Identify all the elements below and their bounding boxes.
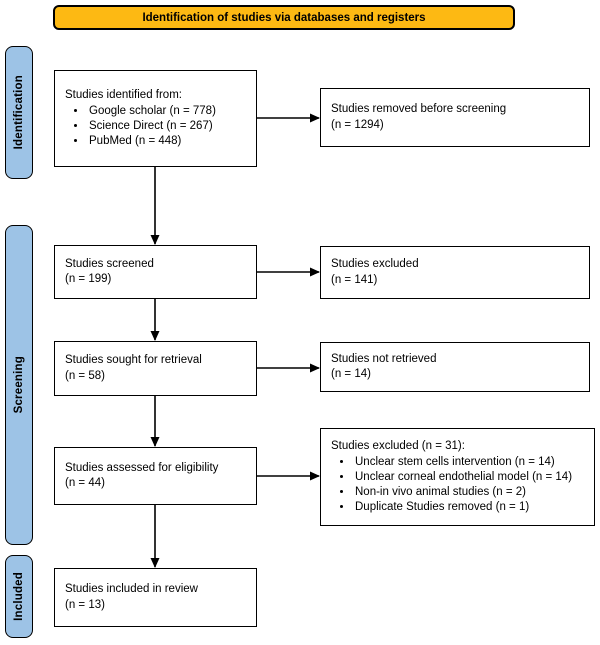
box-studies-excluded: Studies excluded (n = 141) <box>320 246 590 299</box>
stage-label-identification-text: Identification <box>13 75 25 150</box>
box-studies-included-review-line2: (n = 13) <box>65 598 105 611</box>
stage-label-screening-text: Screening <box>13 356 25 414</box>
box-studies-sought-retrieval-line1: Studies sought for retrieval <box>65 354 202 367</box>
box-studies-excluded-line2: (n = 141) <box>331 273 378 286</box>
list-item: Science Direct (n = 267) <box>87 119 248 134</box>
stage-label-identification: Identification <box>5 46 33 179</box>
box-studies-excluded-line1: Studies excluded <box>331 258 419 271</box>
box-studies-screened-line1: Studies screened <box>65 257 154 270</box>
list-item: PubMed (n = 448) <box>87 134 248 149</box>
box-studies-removed-line2: (n = 1294) <box>331 118 384 131</box>
box-studies-identified-title: Studies identified from: <box>65 88 182 101</box>
box-studies-screened-line2: (n = 199) <box>65 273 112 285</box>
box-studies-excluded-reasons-list: Unclear stem cells intervention (n = 14)… <box>331 455 586 516</box>
box-studies-identified-list: Google scholar (n = 778) Science Direct … <box>65 104 248 150</box>
banner-label: Identification of studies via databases … <box>142 11 426 24</box>
list-item: Unclear corneal endothelial model (n = 1… <box>353 470 586 485</box>
list-item: Google scholar (n = 778) <box>87 104 248 119</box>
box-studies-assessed-eligibility-line2: (n = 44) <box>65 477 105 489</box>
box-studies-included-review-line1: Studies included in review <box>65 583 198 596</box>
list-item: Duplicate Studies removed (n = 1) <box>353 500 586 515</box>
banner: Identification of studies via databases … <box>53 5 515 30</box>
stage-label-included-text: Included <box>13 572 25 621</box>
box-studies-removed-before-screening: Studies removed before screening (n = 12… <box>320 88 590 147</box>
box-studies-not-retrieved-line2: (n = 14) <box>331 368 371 380</box>
box-studies-included-review: Studies included in review (n = 13) <box>54 568 257 627</box>
stage-label-included: Included <box>5 555 33 638</box>
box-studies-removed-line1: Studies removed before screening <box>331 103 507 116</box>
list-item: Non-in vivo animal studies (n = 2) <box>353 485 586 500</box>
box-studies-assessed-eligibility: Studies assessed for eligibility (n = 44… <box>54 447 257 505</box>
box-studies-excluded-reasons: Studies excluded (n = 31): Unclear stem … <box>320 428 595 526</box>
box-studies-sought-retrieval-line2: (n = 58) <box>65 369 105 382</box>
box-studies-assessed-eligibility-line1: Studies assessed for eligibility <box>65 461 219 474</box>
box-studies-not-retrieved: Studies not retrieved (n = 14) <box>320 342 590 392</box>
box-studies-screened: Studies screened (n = 199) <box>54 245 257 299</box>
box-studies-sought-retrieval: Studies sought for retrieval (n = 58) <box>54 341 257 396</box>
box-studies-excluded-reasons-title: Studies excluded (n = 31): <box>331 439 465 452</box>
stage-label-screening: Screening <box>5 225 33 545</box>
list-item: Unclear stem cells intervention (n = 14) <box>353 455 586 470</box>
box-studies-not-retrieved-line1: Studies not retrieved <box>331 352 437 365</box>
box-studies-identified: Studies identified from: Google scholar … <box>54 70 257 167</box>
